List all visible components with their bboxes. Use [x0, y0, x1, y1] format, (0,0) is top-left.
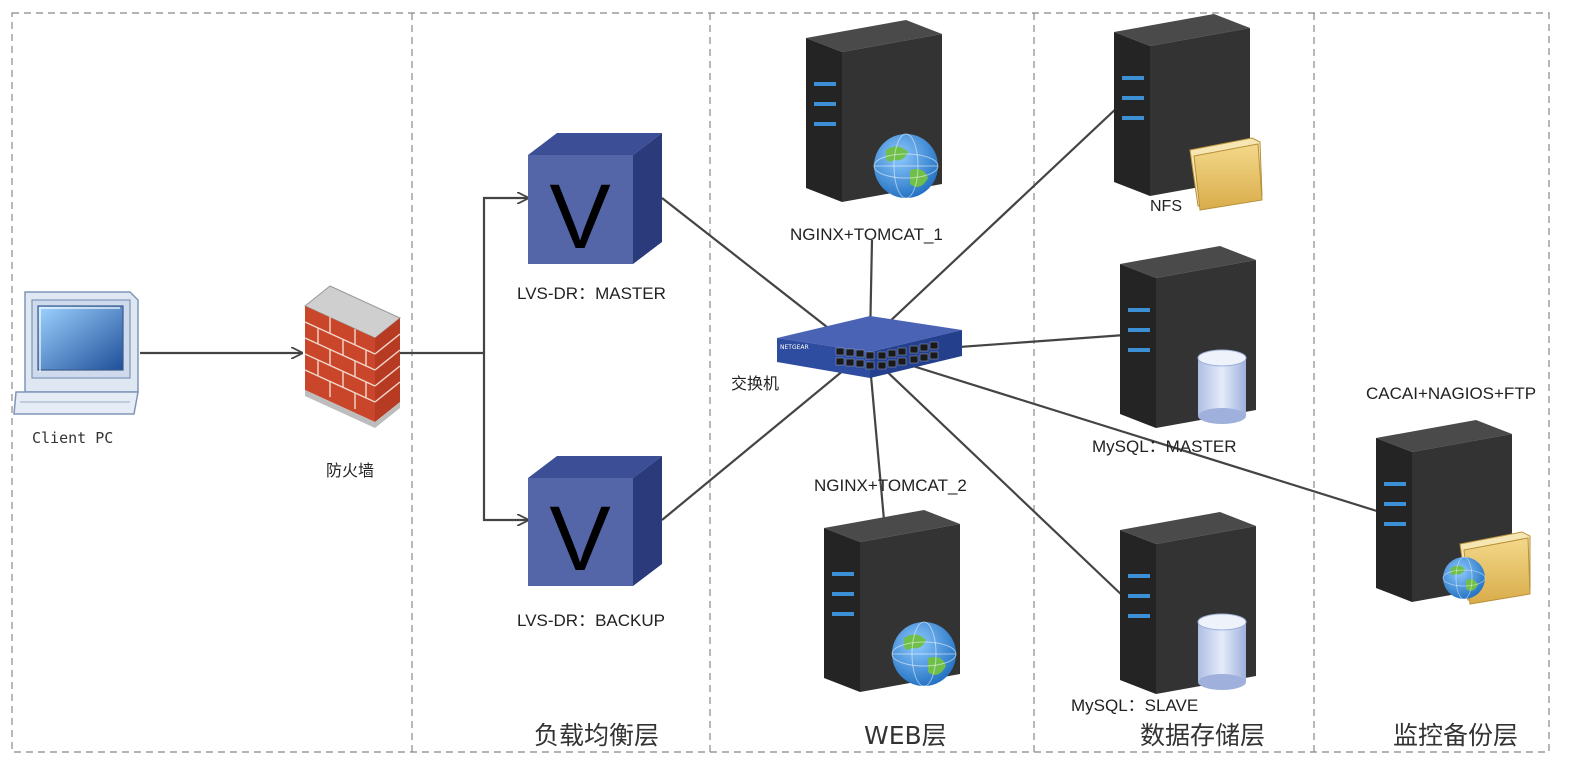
link-switch-nfs	[869, 104, 1121, 341]
web2-label: NGINX+TOMCAT_2	[814, 476, 967, 495]
link-lvs-backup-switch	[661, 364, 851, 521]
database-icon	[1197, 349, 1247, 424]
layer-title-monitor: 监控备份层	[1393, 721, 1519, 750]
firewall-icon	[304, 285, 401, 428]
server-monitor-icon	[1376, 420, 1531, 605]
globe-icon	[873, 133, 939, 199]
folder-icon	[1189, 137, 1263, 211]
server-web2-icon	[824, 510, 960, 692]
switch-icon: NETGEAR	[777, 316, 962, 378]
lvs-backup-label: LVS-DR：BACKUP	[517, 611, 665, 630]
connection-lines	[140, 104, 1381, 599]
switch-brand: NETGEAR	[780, 344, 809, 351]
server-mysql-slave-icon	[1120, 512, 1256, 694]
link-lvs-master-switch	[661, 197, 851, 346]
lvs-backup-glyph: V	[549, 488, 610, 590]
layer-title-web: WEB层	[864, 721, 947, 750]
globe-icon	[1442, 556, 1486, 600]
mysql-slave-label: MySQL：SLAVE	[1071, 696, 1199, 715]
lvs-master-glyph: V	[549, 166, 610, 268]
layer-title-load-balance: 负载均衡层	[534, 721, 660, 750]
nfs-label: NFS	[1150, 198, 1182, 215]
lvs-backup-cube-icon: V	[528, 456, 662, 590]
database-icon	[1197, 613, 1247, 690]
switch-label: 交换机	[731, 376, 780, 393]
link-switch-monitor	[899, 360, 1381, 514]
layer-title-storage: 数据存储层	[1140, 721, 1266, 750]
server-nfs-icon	[1114, 14, 1263, 211]
server-mysql-master-icon	[1120, 246, 1256, 428]
globe-icon	[891, 621, 957, 687]
mysql-master-label: MySQL：MASTER	[1092, 437, 1237, 456]
firewall-label: 防火墙	[326, 463, 375, 480]
layer-frame	[11, 12, 1550, 753]
lvs-master-label: LVS-DR：MASTER	[517, 284, 666, 303]
client-pc-icon	[13, 291, 139, 415]
web1-label: NGINX+TOMCAT_1	[790, 225, 943, 244]
lvs-master-cube-icon: V	[528, 133, 662, 268]
link-switch-mysql-slave	[879, 364, 1126, 599]
client-pc-label: Client PC	[32, 429, 114, 447]
link-switch-web2	[868, 364, 886, 521]
link-branch-lvs-master	[482, 198, 528, 353]
server-web1-icon	[806, 20, 942, 202]
monitor-label: CACAI+NAGIOS+FTP	[1366, 384, 1537, 403]
link-branch-lvs-backup	[482, 353, 528, 520]
